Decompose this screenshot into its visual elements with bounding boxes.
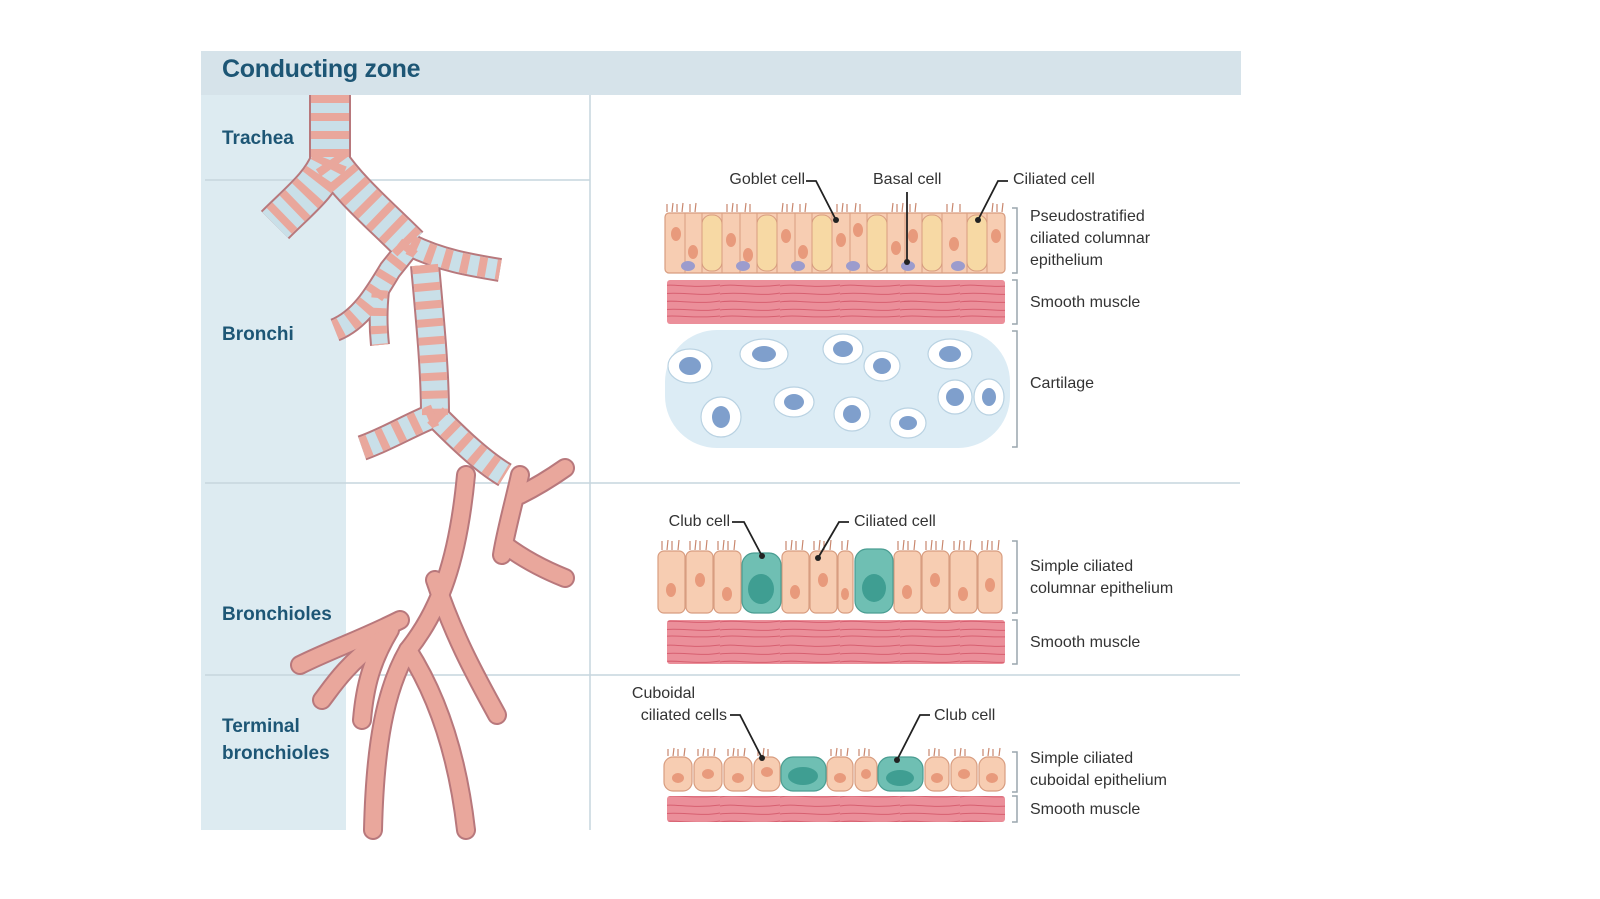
simple-cuboidal-epithelium xyxy=(663,747,1006,792)
terminal-leader-lines xyxy=(730,714,930,761)
label-pseudostratified-line3: epithelium xyxy=(1030,252,1103,269)
label-cuboidal-epi-line1: Simple ciliated xyxy=(1030,750,1134,767)
bronchi-leader-lines xyxy=(806,180,1008,262)
zone-label-trachea: Trachea xyxy=(222,128,294,149)
label-cuboidal-line2: ciliated cells xyxy=(640,707,727,724)
terminal-smooth-muscle xyxy=(667,796,1005,822)
label-goblet-cell: Goblet cell xyxy=(729,171,805,188)
bronchioles-leader-dots xyxy=(759,553,821,561)
label-cuboidal-epi-line2: cuboidal epithelium xyxy=(1030,772,1167,789)
terminal-brackets xyxy=(1012,751,1018,823)
zone-label-terminal-line2: bronchioles xyxy=(222,743,330,764)
bronchi-smooth-muscle xyxy=(667,280,1005,324)
label-cartilage: Cartilage xyxy=(1030,375,1095,392)
label-cuboidal-line1: Cuboidal xyxy=(631,685,696,702)
terminal-leader-dots xyxy=(759,755,900,763)
pseudostratified-epithelium xyxy=(664,202,1006,274)
page-title: Conducting zone xyxy=(222,55,421,83)
label-smooth-muscle-terminal: Smooth muscle xyxy=(1030,801,1141,818)
label-club-cell-terminal: Club cell xyxy=(934,707,996,724)
header-bar xyxy=(201,51,1241,95)
label-basal-cell: Basal cell xyxy=(873,171,942,188)
label-pseudostratified-line2: ciliated columnar xyxy=(1030,230,1151,247)
label-ciliated-cell-bronchioles: Ciliated cell xyxy=(854,513,936,530)
zone-label-bronchi: Bronchi xyxy=(222,324,294,345)
bronchi-leader-dots xyxy=(833,217,981,265)
bronchioles-smooth-muscle xyxy=(667,620,1005,664)
label-cuboidal-ciliated-cells: Cuboidal ciliated cells xyxy=(600,683,727,727)
zone-label-terminal-line1: Terminal xyxy=(222,716,300,737)
airway-tree xyxy=(260,95,575,840)
label-ciliated-cell-bronchi: Ciliated cell xyxy=(1013,171,1095,188)
zone-label-bronchioles: Bronchioles xyxy=(222,604,332,625)
label-simple-cuboidal-epithelium: Simple ciliated cuboidal epithelium xyxy=(1030,748,1167,792)
simple-columnar-epithelium xyxy=(657,539,1003,614)
bronchioles-brackets xyxy=(1012,540,1018,665)
label-simple-columnar-epithelium: Simple ciliated columnar epithelium xyxy=(1030,556,1173,600)
label-smooth-muscle-bronchi: Smooth muscle xyxy=(1030,294,1141,311)
label-smooth-muscle-bronchioles: Smooth muscle xyxy=(1030,634,1141,651)
zone-label-terminal-bronchioles: Terminal bronchioles xyxy=(222,713,330,767)
label-columnar-line2: columnar epithelium xyxy=(1030,580,1174,597)
bronchioles-leader-lines xyxy=(732,521,849,559)
label-club-cell-bronchioles: Club cell xyxy=(668,513,730,530)
label-columnar-line1: Simple ciliated xyxy=(1030,558,1134,575)
label-pseudostratified-line1: Pseudostratified xyxy=(1030,208,1145,225)
label-pseudostratified-epithelium: Pseudostratified ciliated columnar epith… xyxy=(1030,206,1150,272)
cartilage-layer xyxy=(665,330,1010,448)
bronchi-brackets xyxy=(1012,207,1018,448)
